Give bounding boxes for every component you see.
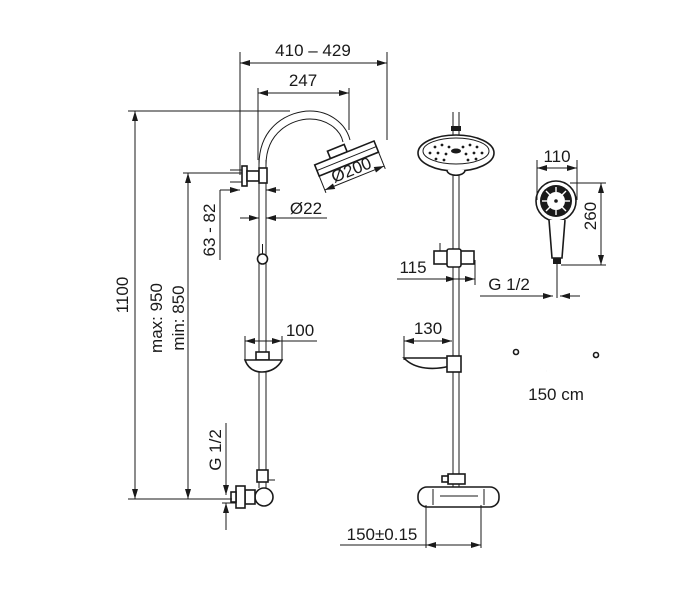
dim-hand-shower-width: 110 xyxy=(543,147,570,166)
hose-length-label: 150 cm xyxy=(528,385,584,404)
dim-outlet-thread: G 1/2 xyxy=(488,275,530,294)
dim-slider-depth: 115 xyxy=(399,258,426,277)
dim-dish-depth: 100 xyxy=(286,321,314,340)
height-lock-knob xyxy=(256,253,269,265)
dim-arm-reach: 247 xyxy=(289,71,317,90)
side-view: 410 – 429 247 1100 max: 950 min: 850 63 … xyxy=(113,41,388,530)
dim-inlet-thread: G 1/2 xyxy=(206,429,225,471)
front-view: 115 G 1/2 130 150±0.15 xyxy=(340,112,580,548)
dim-hand-shower-length: 260 xyxy=(581,202,600,230)
hand-shower: 110 260 xyxy=(535,147,606,298)
thermostatic-mixer xyxy=(417,473,500,508)
dim-inlet-spacing: 150±0.15 xyxy=(347,525,418,544)
dim-height-max: max: 950 xyxy=(147,283,166,353)
soap-dish-front xyxy=(402,355,462,373)
dim-pipe-diameter: Ø22 xyxy=(290,199,322,218)
diverter-valve-side xyxy=(230,469,275,509)
wall-bracket xyxy=(230,165,268,187)
shower-hose: 150 cm xyxy=(512,348,600,404)
shower-arm xyxy=(258,110,351,166)
hand-shower-slider xyxy=(433,243,475,268)
soap-dish-side xyxy=(243,351,284,373)
shower-head-front xyxy=(417,134,495,177)
riser-pipe xyxy=(258,160,267,488)
dim-height-min: min: 850 xyxy=(169,285,188,350)
dim-total-height: 1100 xyxy=(113,277,132,314)
dim-total-width: 410 – 429 xyxy=(275,41,351,60)
dim-wall-offset: 63 - 82 xyxy=(200,204,219,257)
dim-dish-width: 130 xyxy=(414,319,442,338)
